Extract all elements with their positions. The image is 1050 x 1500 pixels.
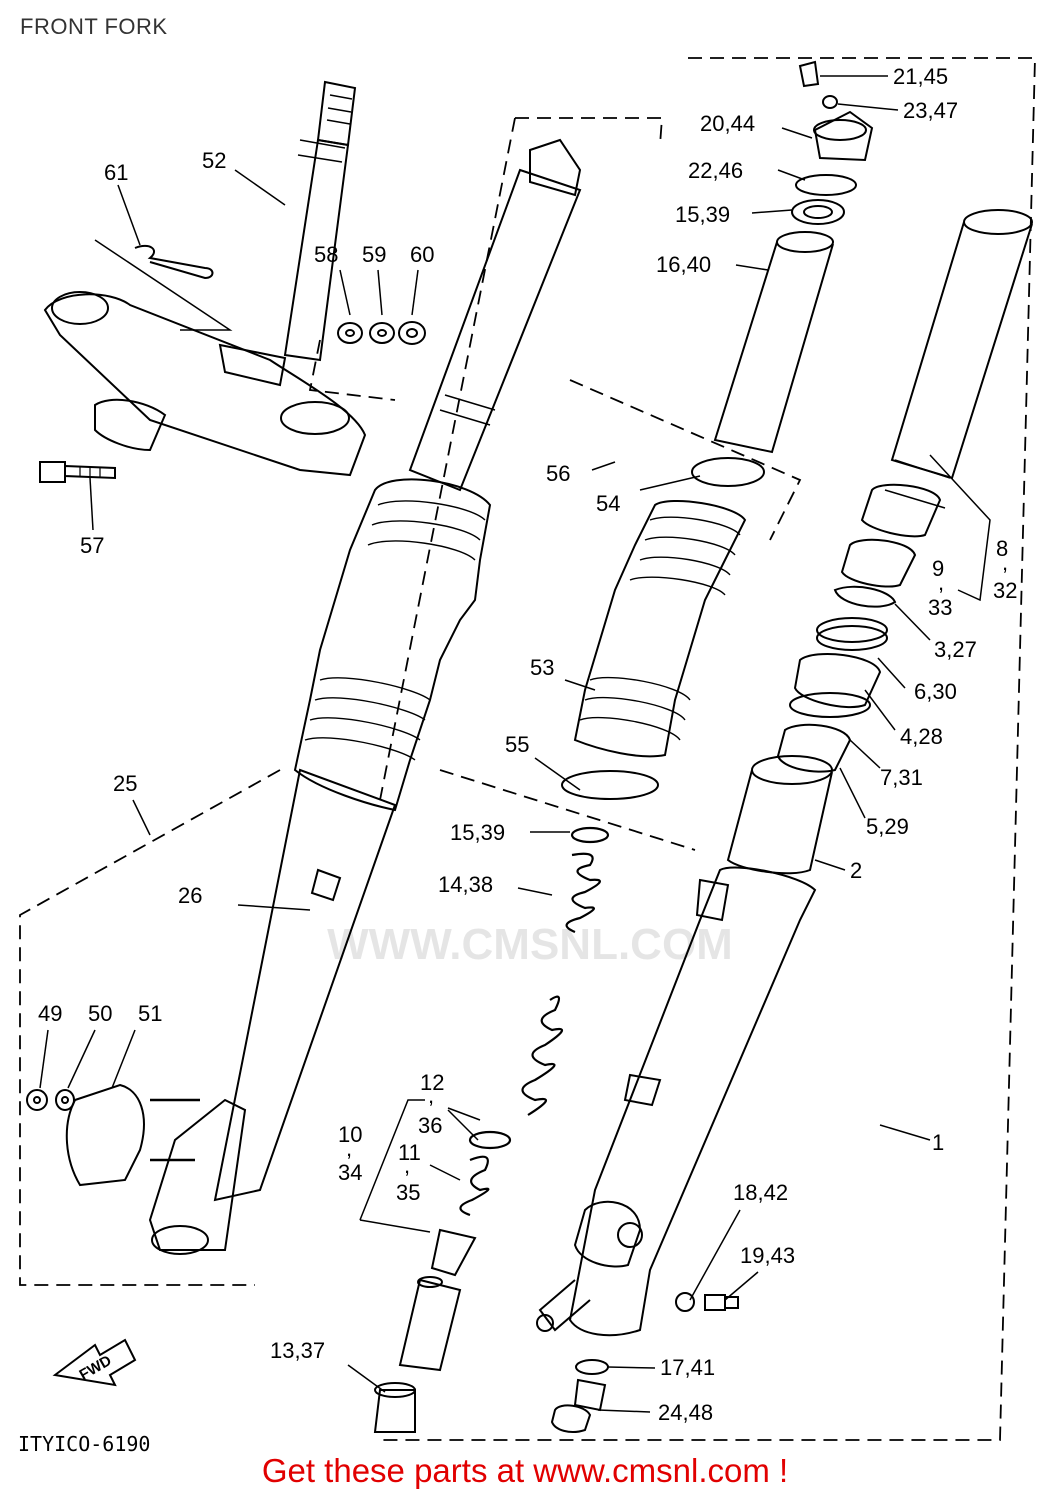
label-10-comma: , bbox=[346, 1136, 352, 1161]
label-61: 61 bbox=[104, 160, 128, 185]
bolt-57 bbox=[39, 461, 116, 483]
label-9-comma: , bbox=[938, 570, 944, 595]
label-57: 57 bbox=[80, 533, 104, 558]
page-title: FRONT FORK bbox=[20, 14, 168, 39]
label-36: 36 bbox=[418, 1113, 442, 1138]
lower-bracket bbox=[43, 291, 367, 477]
label-3-27: 3,27 bbox=[934, 637, 977, 662]
label-18-42: 18,42 bbox=[733, 1180, 788, 1205]
label-9: 9 bbox=[932, 556, 944, 581]
label-33: 33 bbox=[928, 595, 952, 620]
label-15-39-lower: 15,39 bbox=[450, 820, 505, 845]
label-11: 11 bbox=[398, 1140, 421, 1165]
label-23-47: 23,47 bbox=[903, 98, 958, 123]
label-53: 53 bbox=[530, 655, 554, 680]
label-7-31: 7,31 bbox=[880, 765, 923, 790]
leader-lines bbox=[39, 75, 991, 1413]
label-11-comma: , bbox=[404, 1153, 410, 1178]
steering-stem bbox=[283, 80, 357, 362]
label-21-45: 21,45 bbox=[893, 64, 948, 89]
outer-tube bbox=[536, 755, 833, 1337]
footer-link[interactable]: Get these parts at www.cmsnl.com ! bbox=[261, 1452, 789, 1489]
label-52: 52 bbox=[202, 148, 226, 173]
label-60: 60 bbox=[410, 242, 434, 267]
watermark: WWW.CMSNL.COM bbox=[327, 920, 733, 969]
axle-clamp-51 bbox=[26, 1083, 200, 1187]
label-8-comma: , bbox=[1002, 550, 1008, 575]
label-17-41: 17,41 bbox=[660, 1355, 715, 1380]
label-20-44: 20,44 bbox=[700, 111, 755, 136]
label-50: 50 bbox=[88, 1001, 112, 1026]
label-10: 10 bbox=[338, 1122, 362, 1147]
label-56: 56 bbox=[546, 461, 570, 486]
seals-bushings bbox=[776, 483, 942, 773]
label-15-39: 15,39 bbox=[675, 202, 730, 227]
inner-tube bbox=[884, 209, 1033, 509]
label-55: 55 bbox=[505, 732, 529, 757]
label-8: 8 bbox=[996, 536, 1008, 561]
label-58: 58 bbox=[314, 242, 338, 267]
dashed-group-outlines bbox=[19, 57, 1036, 1441]
diagram-code: ITYICO-6190 bbox=[18, 1432, 151, 1456]
label-59: 59 bbox=[362, 242, 386, 267]
washers-58-59-60 bbox=[337, 321, 426, 345]
left-fork-assembly bbox=[148, 138, 582, 1255]
label-16-40: 16,40 bbox=[656, 252, 711, 277]
label-12-comma: , bbox=[428, 1083, 434, 1108]
label-19-43: 19,43 bbox=[740, 1243, 795, 1268]
label-13-37: 13,37 bbox=[270, 1338, 325, 1363]
label-35: 35 bbox=[396, 1180, 420, 1205]
label-14-38: 14,38 bbox=[438, 872, 493, 897]
label-6-30: 6,30 bbox=[914, 679, 957, 704]
part-labels: 21,45 23,47 20,44 22,46 15,39 16,40 52 6… bbox=[38, 64, 1017, 1425]
fork-springs bbox=[459, 826, 610, 1217]
label-22-46: 22,46 bbox=[688, 158, 743, 183]
damper-tube-16-40 bbox=[713, 231, 834, 454]
label-5-29: 5,29 bbox=[866, 814, 909, 839]
cotter-pin-61 bbox=[134, 244, 214, 280]
label-4-28: 4,28 bbox=[900, 724, 943, 749]
fwd-arrow: FWD bbox=[52, 1338, 137, 1387]
label-1: 1 bbox=[932, 1130, 944, 1155]
fork-cap-parts bbox=[791, 60, 874, 225]
label-25: 25 bbox=[113, 771, 137, 796]
label-32: 32 bbox=[993, 578, 1017, 603]
label-26: 26 bbox=[178, 883, 202, 908]
label-24-48: 24,48 bbox=[658, 1400, 713, 1425]
label-2: 2 bbox=[850, 858, 862, 883]
fwd-label: FWD bbox=[76, 1352, 114, 1384]
label-54: 54 bbox=[596, 491, 620, 516]
fork-boot-53 bbox=[561, 457, 765, 800]
label-12: 12 bbox=[420, 1070, 444, 1095]
label-34: 34 bbox=[338, 1160, 362, 1185]
label-49: 49 bbox=[38, 1001, 62, 1026]
damper-rod bbox=[373, 1228, 477, 1433]
label-51: 51 bbox=[138, 1001, 162, 1026]
